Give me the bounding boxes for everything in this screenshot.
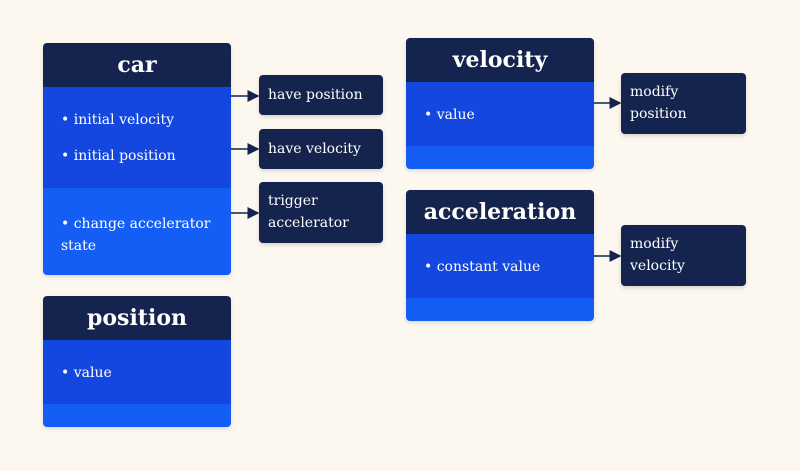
- class-velocity-attributes: value: [406, 82, 594, 146]
- action-modify-position: modify position: [621, 73, 746, 134]
- action-have-position: have position: [259, 75, 383, 115]
- class-velocity-title: velocity: [406, 38, 594, 82]
- attribute-item: value: [61, 365, 112, 381]
- class-car-methods: change accelerator state: [43, 188, 231, 275]
- class-position-methods: [43, 404, 231, 427]
- class-acceleration-methods: [406, 298, 594, 321]
- action-modify-velocity: modify velocity: [621, 225, 746, 286]
- class-acceleration: acceleration constant value: [406, 190, 594, 321]
- attribute-item: initial position: [61, 148, 176, 164]
- class-car-title: car: [43, 43, 231, 87]
- class-position-attributes: value: [43, 340, 231, 404]
- class-car-attributes: initial velocity initial position: [43, 87, 231, 188]
- attribute-item: value: [424, 107, 475, 123]
- class-position-title: position: [43, 296, 231, 340]
- attribute-item: constant value: [424, 259, 541, 275]
- class-velocity: velocity value: [406, 38, 594, 169]
- method-item: change accelerator state: [61, 213, 221, 257]
- class-position: position value: [43, 296, 231, 427]
- attribute-item: initial velocity: [61, 112, 174, 128]
- action-have-velocity: have velocity: [259, 129, 383, 169]
- action-trigger-accelerator: trigger accelerator: [259, 182, 383, 243]
- class-car: car initial velocity initial position ch…: [43, 43, 231, 275]
- class-velocity-methods: [406, 146, 594, 169]
- class-acceleration-title: acceleration: [406, 190, 594, 234]
- class-acceleration-attributes: constant value: [406, 234, 594, 298]
